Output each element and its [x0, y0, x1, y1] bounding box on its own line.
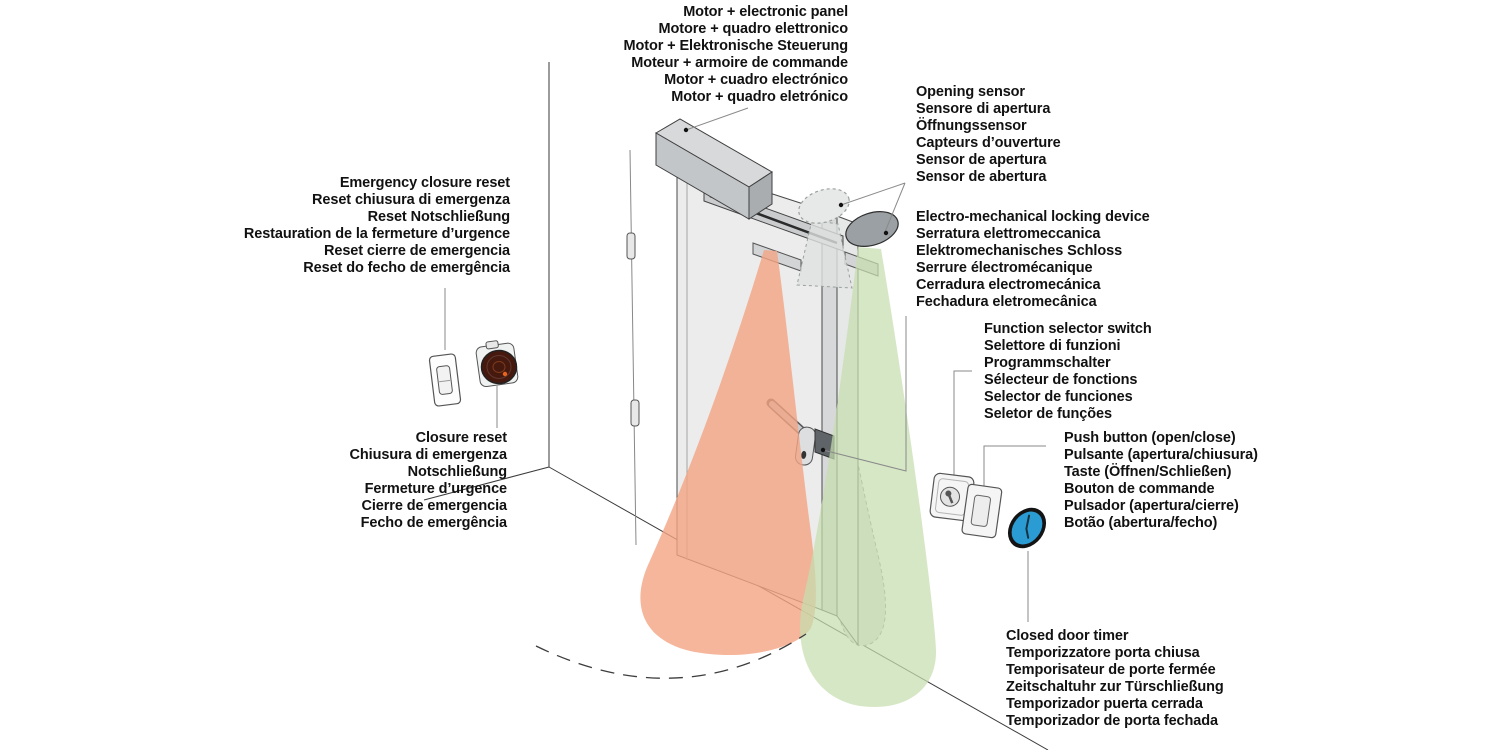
- label-push-button: Push button (open/close) Pulsante (apert…: [1064, 430, 1258, 532]
- label-line: Closure reset: [415, 430, 507, 446]
- keyhole-icon: [801, 450, 807, 459]
- label-line: Botão (abertura/fecho): [1064, 515, 1218, 531]
- label-line: Push button (open/close): [1064, 430, 1236, 446]
- leader-push-button: [983, 445, 1046, 487]
- label-line: Opening sensor: [916, 84, 1025, 100]
- motor-unit: [655, 118, 773, 220]
- label-line: Taste (Öffnen/Schließen): [1064, 464, 1232, 480]
- opening-sensor-icon: [845, 211, 899, 247]
- label-line: Chiusura di emergenza: [349, 447, 508, 463]
- outer-detection-cone: [800, 247, 937, 707]
- label-line: Cierre de emergencia: [361, 498, 508, 514]
- label-line: Serratura elettromeccanica: [916, 226, 1101, 242]
- label-line: Electro-mechanical locking device: [916, 209, 1150, 225]
- label-line: Temporizador de porta fechada: [1006, 713, 1218, 729]
- label-line: Reset cierre de emergencia: [323, 243, 510, 259]
- reset-dome-icon: [480, 349, 518, 385]
- label-line: Temporizzatore porta chiusa: [1006, 645, 1200, 661]
- closure-reset-device: [475, 340, 519, 388]
- label-line: Selettore di funzioni: [984, 338, 1121, 354]
- sensor-beam-stem: [796, 219, 853, 289]
- closed-door-timer: [1007, 507, 1047, 549]
- label-function-selector: Function selector switch Selettore di fu…: [984, 321, 1152, 423]
- inner-detection-cone: [640, 250, 816, 655]
- label-line: Motor + electronic panel: [683, 4, 848, 20]
- label-line: Programmschalter: [984, 355, 1111, 371]
- rocker-icon: [436, 365, 453, 395]
- dashed-opening-sensor: [796, 188, 853, 289]
- emergency-reset-switch: [428, 353, 462, 407]
- label-closure-reset: Closure reset Chiusura di emergenza Nots…: [349, 430, 508, 532]
- label-line: Sensor de apertura: [916, 152, 1047, 168]
- function-selector-switch: [929, 472, 975, 522]
- label-line: Elektromechanisches Schloss: [916, 243, 1123, 259]
- label-line: Motor + Elektronische Steuerung: [623, 38, 848, 54]
- label-line: Seletor de funções: [984, 406, 1112, 422]
- floor-line-left: [423, 466, 550, 501]
- leader-dots: [683, 127, 889, 453]
- label-line: Fermeture d’urgence: [364, 481, 507, 497]
- label-motor: Motor + electronic panel Motore + quadro…: [623, 4, 848, 106]
- opening-sensor-ghost-icon: [798, 188, 850, 224]
- door-swing-arc: [535, 633, 807, 679]
- label-line: Motor + cuadro electrónico: [664, 72, 848, 88]
- label-line: Capteurs d’ouverture: [916, 135, 1061, 151]
- leader-opening-sensor-2: [884, 182, 906, 233]
- label-line: Pulsante (apertura/chiusura): [1064, 447, 1258, 463]
- leader-opening-sensor-1: [840, 182, 906, 206]
- dot-sensor: [883, 230, 889, 236]
- dot-sensor-ghost: [838, 202, 844, 208]
- label-line: Sensore di apertura: [916, 101, 1051, 117]
- label-line: Reset Notschließung: [367, 209, 510, 225]
- label-line: Reset do fecho de emergência: [303, 260, 510, 276]
- label-line: Selector de funciones: [984, 389, 1133, 405]
- label-line: Motor + quadro eletrónico: [671, 89, 848, 105]
- label-line: Pulsador (apertura/cierre): [1064, 498, 1239, 514]
- label-line: Fechadura eletromecânica: [916, 294, 1097, 310]
- hinge-icon: [626, 232, 636, 260]
- leader-lock: [822, 316, 907, 472]
- label-line: Temporisateur de porte fermée: [1006, 662, 1216, 678]
- label-line: Emergency closure reset: [339, 175, 510, 191]
- label-line: Notschließung: [407, 464, 508, 480]
- label-line: Reset chiusura di emergenza: [312, 192, 510, 208]
- label-line: Sélecteur de fonctions: [984, 372, 1138, 388]
- label-line: Öffnungssensor: [916, 118, 1027, 134]
- leader-motor: [685, 107, 749, 131]
- dot-lock: [820, 447, 826, 453]
- leader-lines: [444, 107, 1046, 622]
- jamb-line: [629, 149, 637, 546]
- label-door-timer: Closed door timer Temporizzatore porta c…: [1006, 628, 1224, 730]
- push-button-plate: [961, 483, 1003, 539]
- label-line: Temporizador puerta cerrada: [1006, 696, 1203, 712]
- label-line: Function selector switch: [984, 321, 1152, 337]
- label-line: Restauration de la fermeture d’urgence: [243, 226, 510, 242]
- label-line: Cerradura electromecánica: [916, 277, 1101, 293]
- label-opening-sensor: Opening sensor Sensore di apertura Öffnu…: [916, 84, 1061, 186]
- label-line: Zeitschaltuhr zur Türschließung: [1006, 679, 1224, 695]
- label-emergency-reset: Emergency closure reset Reset chiusura d…: [244, 175, 510, 277]
- dot-motor: [683, 127, 689, 133]
- label-line: Serrure électromécanique: [916, 260, 1093, 276]
- hinge-icon: [630, 399, 640, 427]
- label-line: Sensor de abertura: [916, 169, 1047, 185]
- label-locking-device: Electro-mechanical locking device Serrat…: [916, 209, 1150, 311]
- label-line: Motore + quadro elettronico: [658, 21, 849, 37]
- motor-end: [748, 171, 773, 220]
- label-line: Closed door timer: [1006, 628, 1129, 644]
- reset-glint: [502, 371, 508, 377]
- push-button-icon: [970, 494, 991, 527]
- label-line: Bouton de commande: [1064, 481, 1215, 497]
- clock-hands-icon: [1025, 514, 1031, 539]
- label-line: Moteur + armoire de commande: [631, 55, 848, 71]
- door-jamb: [626, 149, 640, 546]
- leader-function-selector: [953, 370, 972, 476]
- label-line: Fecho de emergência: [360, 515, 507, 531]
